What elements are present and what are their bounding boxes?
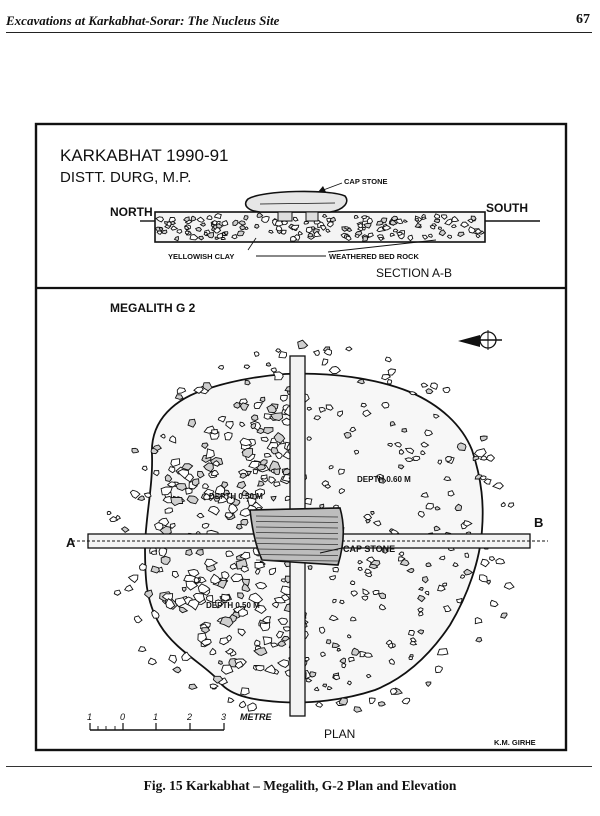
figure-frame bbox=[34, 122, 568, 752]
section-elevation bbox=[140, 182, 540, 257]
scale-tick-label: 1 bbox=[153, 712, 158, 722]
figure-caption: Fig. 15 Karkabhat – Megalith, G-2 Plan a… bbox=[143, 778, 457, 793]
section-rubble bbox=[154, 212, 485, 242]
yellowish-clay-label: YELLOWISH CLAY bbox=[168, 252, 234, 261]
north-label: NORTH bbox=[110, 205, 153, 219]
megalith-label: MEGALITH G 2 bbox=[110, 301, 196, 315]
author-credit: K.M. GIRHE bbox=[494, 738, 536, 747]
scatter-stones bbox=[106, 339, 515, 716]
support-stone bbox=[277, 211, 293, 222]
north-arrow-icon bbox=[458, 330, 502, 350]
page-number: 67 bbox=[576, 12, 590, 27]
cap-stone-label-plan: CAP STONE bbox=[343, 544, 395, 554]
point-a-label: A bbox=[66, 535, 76, 550]
site-title: KARKABHAT 1990-91 bbox=[60, 146, 229, 165]
cap-stone-elevation bbox=[244, 190, 348, 213]
page-header: Excavations at Karkabhat-Sorar: The Nucl… bbox=[6, 10, 592, 33]
south-label: SOUTH bbox=[486, 201, 528, 215]
depth-label-sw: DEPTH 0.50 M bbox=[206, 601, 260, 610]
scale-tick-label: 0 bbox=[120, 712, 125, 722]
scale-tick-label: 2 bbox=[186, 712, 192, 722]
bed-rock-label: WEATHERED BED ROCK bbox=[329, 252, 419, 261]
scale-tick-label: 3 bbox=[221, 712, 226, 722]
district-label: DISTT. DURG, M.P. bbox=[60, 169, 191, 186]
depth-label-nw: DEPTH 0.50 M bbox=[209, 492, 263, 501]
scale-tick-label: 1 bbox=[87, 712, 92, 722]
support-stone bbox=[305, 211, 319, 222]
point-b-label: B bbox=[534, 515, 543, 530]
section-ab-label: SECTION A-B bbox=[376, 266, 452, 280]
running-title: Excavations at Karkabhat-Sorar: The Nucl… bbox=[6, 13, 280, 28]
depth-label-ne: DEPTH 0.60 M bbox=[357, 475, 411, 484]
plan-label: PLAN bbox=[324, 727, 355, 741]
scale-bar bbox=[89, 723, 225, 731]
cap-stone-label-section: CAP STONE bbox=[344, 177, 387, 186]
scale-unit-label: METRE bbox=[240, 712, 272, 722]
caption-rule bbox=[6, 766, 592, 767]
